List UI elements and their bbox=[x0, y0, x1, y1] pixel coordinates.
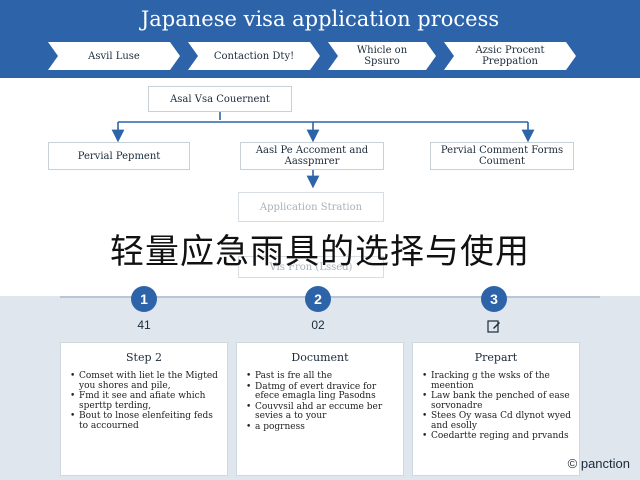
step-card-bullet: Law bank the penched of ease sorvonadre bbox=[421, 391, 571, 411]
step-card-1: Step 2 Comset with liet le the Migted yo… bbox=[60, 342, 228, 476]
document-number-icon: 41 bbox=[137, 318, 151, 332]
edit-icon bbox=[474, 318, 514, 336]
overlay-caption: 轻量应急雨具的选择与使用 bbox=[110, 232, 530, 272]
chevron-step-1: Asvil Luse bbox=[48, 42, 180, 70]
chevron-step-2: Contaction Dty! bbox=[188, 42, 320, 70]
chevron-step-4: Azsic Procent Preppation bbox=[444, 42, 576, 70]
flow-box-center: Aasl Pe Accoment and Aasspmrer bbox=[240, 142, 384, 170]
chevron-step-3: Whicle on Spsuro bbox=[328, 42, 436, 70]
flow-box-faded: Vis Fron (Lssed) bbox=[238, 256, 384, 278]
flow-box-left: Pervial Pepment bbox=[48, 142, 190, 170]
flow-box-right: Pervial Comment Forms Coument bbox=[430, 142, 574, 170]
footer-brand: © panction bbox=[567, 456, 630, 471]
step-card-3: Prepart Iracking g the wsks of the meent… bbox=[412, 342, 580, 476]
step-card-bullet: a pogrness bbox=[245, 422, 395, 433]
step-card-title: Step 2 bbox=[125, 351, 162, 364]
flow-box-application: Application Stration bbox=[238, 192, 384, 222]
step-card-title: Prepart bbox=[474, 351, 518, 364]
page-title: Japanese visa application process bbox=[140, 7, 500, 31]
step-card-title: Document bbox=[291, 351, 349, 364]
document-number-icon: 02 bbox=[311, 318, 325, 332]
step-2-number-badge: 2 bbox=[305, 286, 331, 312]
step-card-bullet: Coedartte reging and prvands bbox=[421, 431, 571, 442]
step-3-number-badge: 3 bbox=[481, 286, 507, 312]
flow-connectors bbox=[111, 112, 535, 189]
step-card-bullet: Comset with liet le the Migted you shore… bbox=[69, 371, 219, 391]
step-card-bullet: Bout to lnose elenfeiting feds to accour… bbox=[69, 411, 219, 431]
step-card-bullet: Past is fre all the bbox=[245, 371, 395, 382]
step-card-bullet: Iracking g the wsks of the meention bbox=[421, 371, 571, 391]
step-1-number-badge: 1 bbox=[131, 286, 157, 312]
step-card-bullet: Stees Oy wasa Cd dlynot wyed and esolly bbox=[421, 411, 571, 431]
step-card-bullet: Datmg of evert dravice for efece emagla … bbox=[245, 382, 395, 402]
step-card-bullet: Couvvsil ahd ar eccume ber sevies a to y… bbox=[245, 402, 395, 422]
flow-box-top: Asal Vsa Couernent bbox=[148, 86, 292, 112]
step-card-bullet: Fmd it see and afiate which sperttp terd… bbox=[69, 391, 219, 411]
step-card-2: Document Past is fre all the Datmg of ev… bbox=[236, 342, 404, 476]
